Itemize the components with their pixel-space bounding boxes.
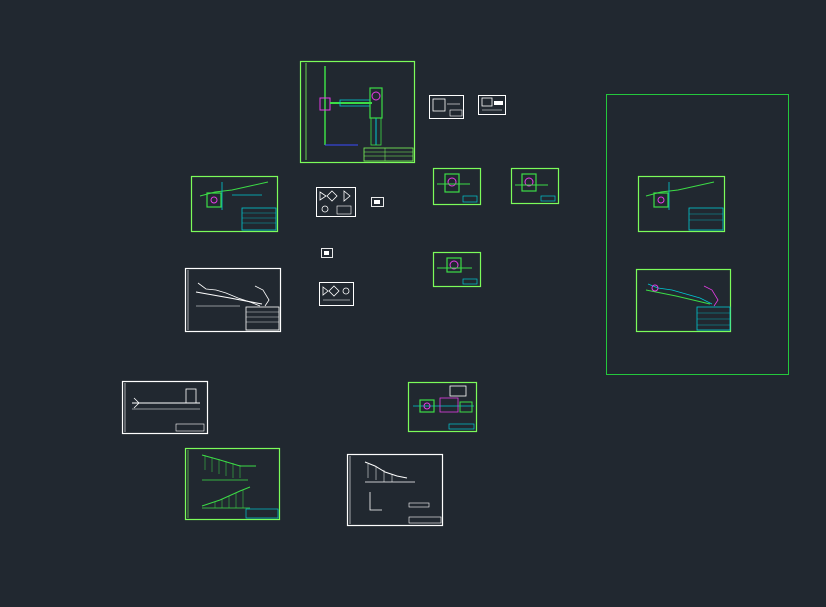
sheet-nodes[interactable] xyxy=(316,187,356,217)
sheet-pump-station[interactable] xyxy=(407,381,478,433)
sheet-conveyor-elevation[interactable] xyxy=(184,267,282,333)
sheet-tiny-note-2[interactable] xyxy=(321,248,333,258)
sheet-column-plan[interactable] xyxy=(299,60,416,164)
sheet-incline-profile-white[interactable] xyxy=(346,453,444,527)
sheet-nodes-2[interactable] xyxy=(319,282,354,306)
sheet-incline-profiles[interactable] xyxy=(184,447,281,521)
sheet-frame-chute-copy[interactable] xyxy=(637,175,726,233)
sheet-plan-green-1[interactable] xyxy=(432,167,482,206)
sheet-detail-a-small[interactable] xyxy=(429,95,464,119)
sheet-plan-green-3[interactable] xyxy=(432,251,482,288)
frame-viewport[interactable] xyxy=(606,94,789,375)
sheet-detail-b-small[interactable] xyxy=(478,95,506,115)
sheet-chute-section-left[interactable] xyxy=(190,175,279,233)
sheet-tiny-note-1[interactable] xyxy=(371,197,384,207)
sheet-belt-section-long[interactable] xyxy=(121,380,209,435)
sheet-frame-conveyor-copy[interactable] xyxy=(635,268,732,333)
sheet-plan-green-2[interactable] xyxy=(510,167,560,205)
